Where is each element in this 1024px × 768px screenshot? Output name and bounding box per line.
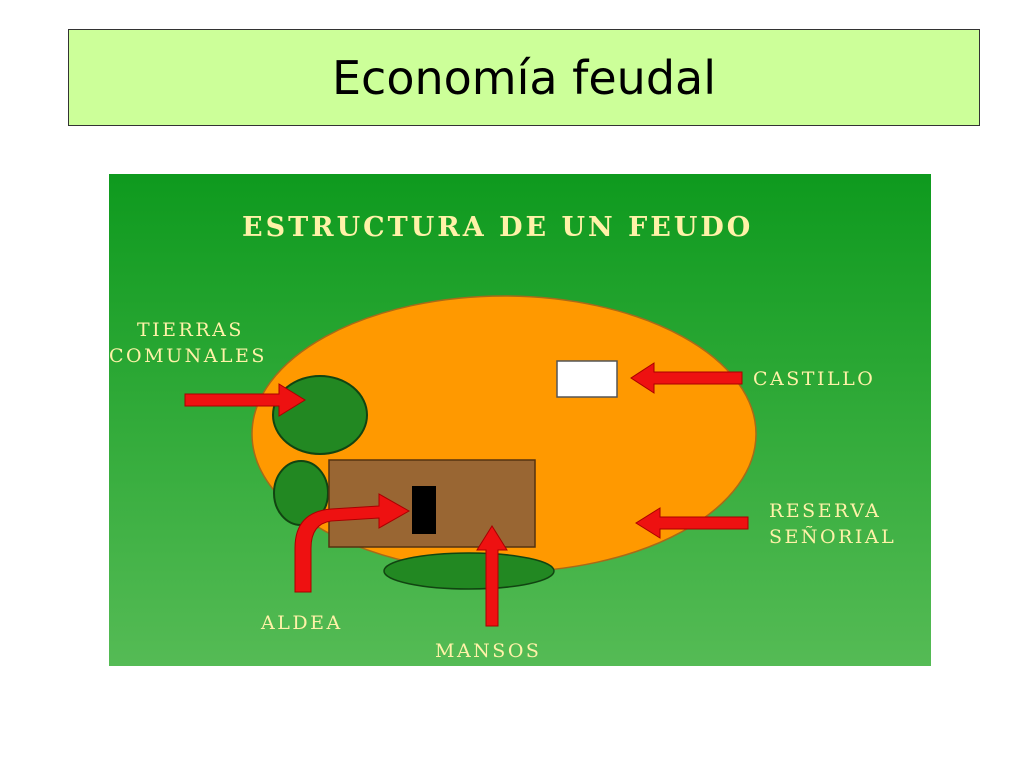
label-reserva-line1: RESERVA — [769, 500, 881, 522]
title-box: Economía feudal — [68, 29, 980, 126]
arrow-tierras-comunales — [184, 383, 306, 417]
label-reserva-line2: SEÑORIAL — [769, 525, 896, 548]
arrow-reserva-senorial — [635, 507, 749, 539]
slide-title: Economía feudal — [331, 50, 716, 105]
label-mansos: MANSOS — [435, 640, 541, 662]
arrow-mansos — [476, 525, 508, 627]
feudo-diagram: ESTRUCTURA DE UN FEUDO TIERRAS COMUNALES… — [109, 174, 931, 666]
tierras-comunales-woods-large — [272, 375, 368, 455]
diagram-heading: ESTRUCTURA DE UN FEUDO — [242, 212, 753, 243]
feudo-diagram-svg: ESTRUCTURA DE UN FEUDO TIERRAS COMUNALES… — [109, 174, 931, 666]
label-aldea: ALDEA — [260, 612, 343, 634]
castillo-castle — [556, 360, 618, 398]
arrow-castillo — [630, 362, 743, 394]
label-tierras-comunales-line1: TIERRAS — [137, 319, 244, 341]
mansos-field — [383, 552, 555, 590]
aldea-church — [412, 486, 436, 534]
label-castillo: CASTILLO — [753, 368, 875, 390]
arrow-aldea — [294, 493, 411, 593]
label-tierras-comunales-line2: COMUNALES — [109, 345, 267, 367]
